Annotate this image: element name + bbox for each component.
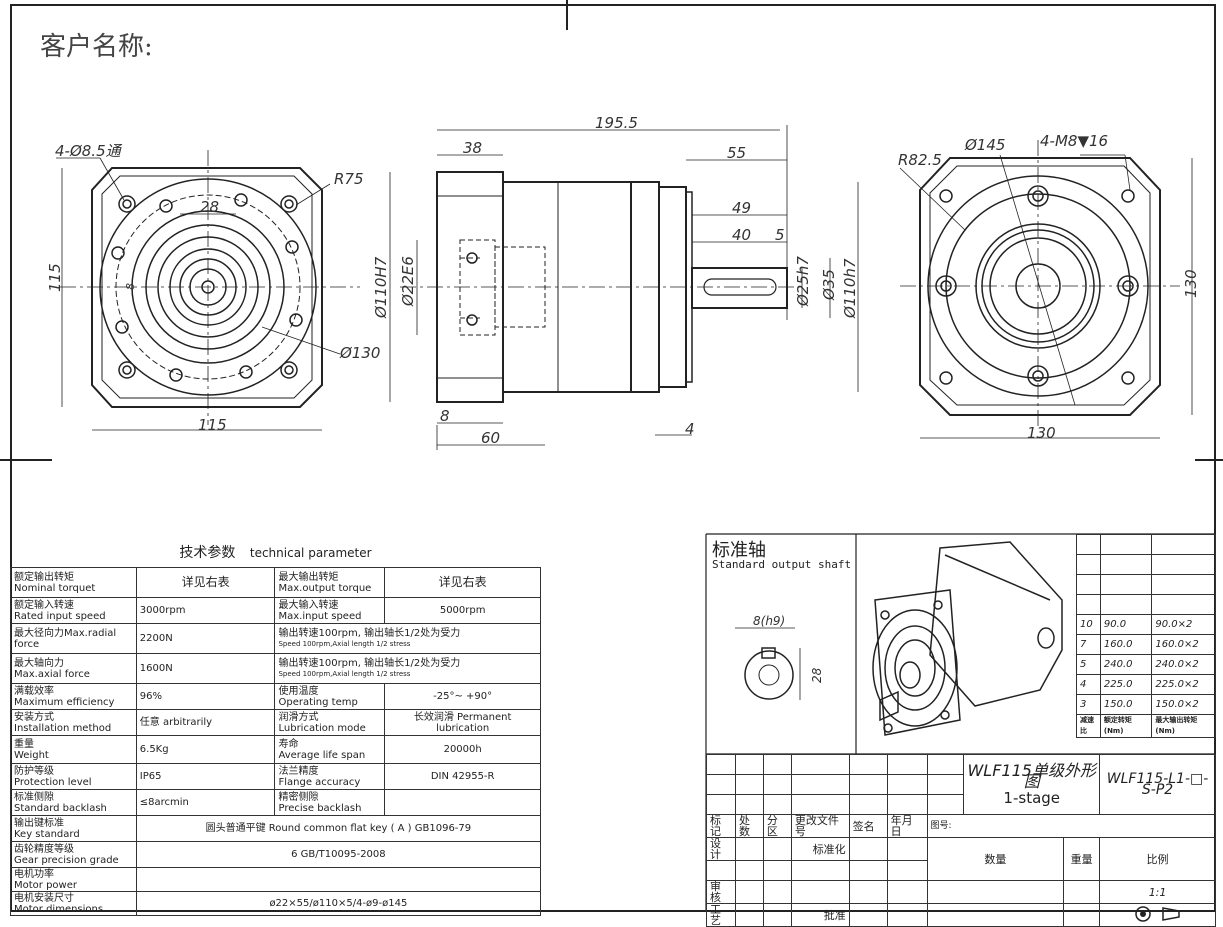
change-doc-label: 更改文件号 <box>790 814 850 838</box>
customer-name-label: 客户名称: <box>40 32 153 62</box>
tech-param-title-cn: 技术参数 <box>179 545 236 561</box>
dim-38: 38 <box>463 139 482 157</box>
dim-40: 40 <box>732 226 751 244</box>
count-label: 处数 <box>734 814 764 838</box>
shaft-key-width: 8(h9) <box>753 614 785 628</box>
scale-value: 1:1 <box>1099 880 1216 904</box>
dim-8b: 8 <box>440 407 450 425</box>
standard-label: 标准化 <box>790 837 850 861</box>
side-view <box>389 125 859 450</box>
dim-115-h: 115 <box>46 263 64 292</box>
shaft-title-cn: 标准轴 <box>712 540 766 561</box>
shaft-section <box>735 627 801 700</box>
ratio-table-header: 减速比额定转矩(Nm)最大输出转矩(Nm) <box>1076 714 1216 738</box>
param-value: 详见右表 <box>384 567 541 598</box>
dim-60: 60 <box>481 429 500 447</box>
dim-5: 5 <box>775 226 785 244</box>
title-block: WLF115单级外形图 1-stage WLF115-L1-□-S-P2 标记 … <box>706 754 1216 927</box>
dim-d35: Ø35 <box>820 269 838 301</box>
dim-r82: R82.5 <box>898 151 942 169</box>
dim-d130: Ø130 <box>339 344 380 362</box>
dim-55: 55 <box>727 144 746 162</box>
model-number: WLF115-L1-□-S-P2 <box>1099 754 1216 815</box>
dim-4: 4 <box>685 420 695 438</box>
dim-d145: Ø145 <box>964 136 1005 154</box>
stage-label: 1-stage <box>1003 789 1061 807</box>
dim-28: 28 <box>200 198 219 216</box>
review-label: 审核 <box>706 880 736 904</box>
dim-r75: R75 <box>334 170 364 188</box>
dim-130-h: 130 <box>1182 269 1200 298</box>
tech-param-title-en: technical parameter <box>249 546 372 560</box>
drawing-no-label: 图号: <box>926 814 1216 838</box>
drawing-name: WLF115单级外形图 <box>967 761 1096 791</box>
dim-8: 8 <box>124 283 137 290</box>
sign-label: 签名 <box>848 814 888 838</box>
shaft-title-en: Standard output shaft <box>712 558 852 571</box>
shaft-key-height: 28 <box>810 667 824 683</box>
process-label: 工艺 <box>706 903 736 927</box>
tech-param-title: 技术参数 technical parameter <box>10 540 541 568</box>
param-label-en: Nominal torquet <box>14 582 96 594</box>
qty-label: 数量 <box>926 837 1065 881</box>
dim-m8: 4-M8▼16 <box>1040 132 1108 150</box>
gearbox-isometric <box>872 541 1063 736</box>
dim-d110h7: Ø110H7 <box>372 256 390 319</box>
param-label-en: Max.output torque <box>278 582 372 594</box>
scale-label: 比例 <box>1099 837 1216 881</box>
weight-label: 重量 <box>1070 852 1093 866</box>
design-label: 设计 <box>706 837 736 861</box>
approve-label: 批准 <box>790 903 850 927</box>
input-flange-view <box>56 150 360 431</box>
param-value: 详见右表 <box>135 567 276 598</box>
dim-d110-out: Ø110h7 <box>841 258 859 319</box>
dim-195: 195.5 <box>595 114 638 132</box>
drawing-frame <box>10 4 1216 912</box>
mark-label: 标记 <box>706 814 736 838</box>
param-label-cn: 最大输出转矩 <box>278 571 339 583</box>
dim-49: 49 <box>732 199 751 217</box>
zone-label: 分区 <box>762 814 792 838</box>
param-label-cn: 额定输出转矩 <box>14 571 74 583</box>
dim-115-w: 115 <box>198 416 227 434</box>
projection-symbol-icon <box>1134 906 1180 922</box>
output-flange-view <box>899 140 1193 439</box>
dim-holes-left: 4-Ø8.5通 <box>55 142 123 160</box>
date-label: 年月日 <box>886 814 928 838</box>
dim-d22: Ø22E6 <box>399 256 417 307</box>
dim-d25: Ø25h7 <box>794 256 812 307</box>
dim-130-w: 130 <box>1027 424 1056 442</box>
